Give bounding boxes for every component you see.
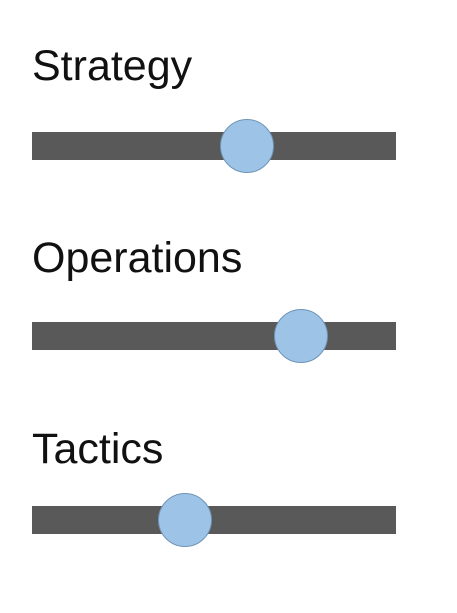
slider-label-operations: Operations xyxy=(32,234,243,282)
slider-label-strategy: Strategy xyxy=(32,42,193,90)
slider-track-operations[interactable] xyxy=(32,309,396,363)
slider-thumb-strategy[interactable] xyxy=(219,119,274,173)
slider-label-tactics: Tactics xyxy=(32,425,164,473)
slider-track-tactics[interactable] xyxy=(32,493,396,547)
slider-thumb-tactics[interactable] xyxy=(157,493,212,547)
slider-track-strategy[interactable] xyxy=(32,119,396,173)
slider-thumb-operations[interactable] xyxy=(274,309,329,363)
